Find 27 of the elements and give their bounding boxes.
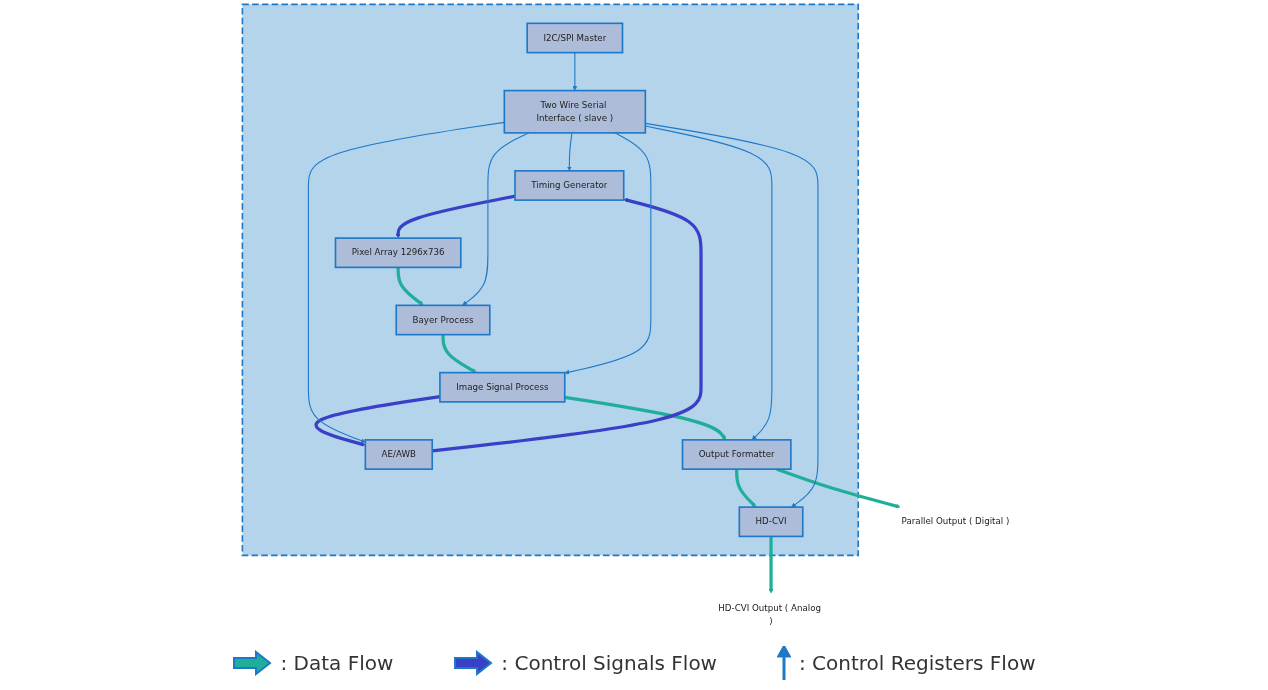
node-box: Timing Generator [514, 170, 625, 201]
arrow [768, 536, 774, 594]
node-text: Parallel Output ( Digital ) [901, 516, 1010, 527]
arrow [567, 132, 573, 172]
arrow [462, 132, 530, 306]
node-box: HD-CVI [738, 506, 804, 538]
arrow [307, 121, 505, 443]
arrow [396, 267, 424, 306]
legend-text: : Data Flow [280, 651, 394, 675]
node-box: Bayer Process [395, 304, 491, 336]
node-box: Two Wire Serial Interface ( slave ) [503, 89, 647, 134]
arrow [564, 132, 652, 375]
node-box: Output Formatter [681, 439, 792, 470]
arrow [432, 198, 703, 453]
arrow [735, 469, 757, 508]
arrow [441, 334, 477, 373]
arrow [564, 395, 727, 441]
legend-text: : Control Registers Flow [799, 651, 1036, 675]
node-box: Image Signal Process [439, 371, 566, 403]
arrow [572, 52, 578, 91]
cluster [241, 3, 860, 557]
node-box: Pixel Array 1296x736 [334, 237, 462, 269]
arrow [395, 194, 516, 239]
legend-text: : Control Signals Flow [501, 651, 717, 675]
node-text: HD-CVI Output ( Analog ) [718, 602, 821, 626]
node-box: AE/AWB [364, 439, 434, 470]
node-box: I2C/SPI Master [526, 22, 624, 54]
